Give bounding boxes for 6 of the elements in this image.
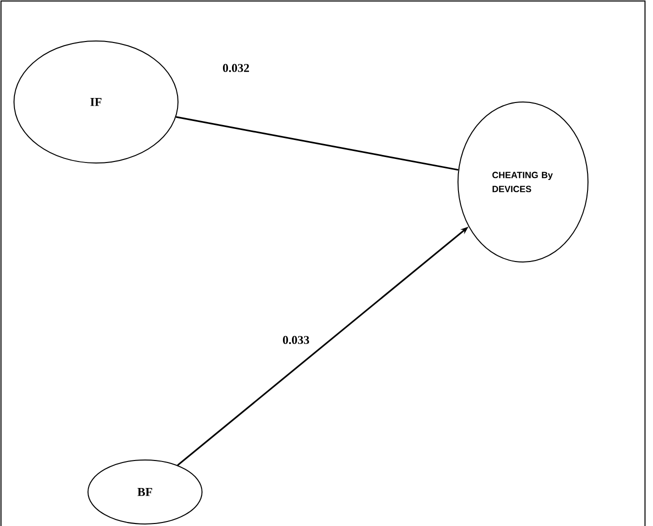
ellipse-node: CHEATING By DEVICES — [458, 102, 588, 262]
edge-label: 0.033 — [282, 336, 310, 344]
ellipse-node: IF — [14, 40, 178, 164]
connector-line — [176, 116, 458, 171]
ellipse-node: BF — [88, 459, 202, 524]
edge-label: 0.032 — [222, 64, 249, 72]
